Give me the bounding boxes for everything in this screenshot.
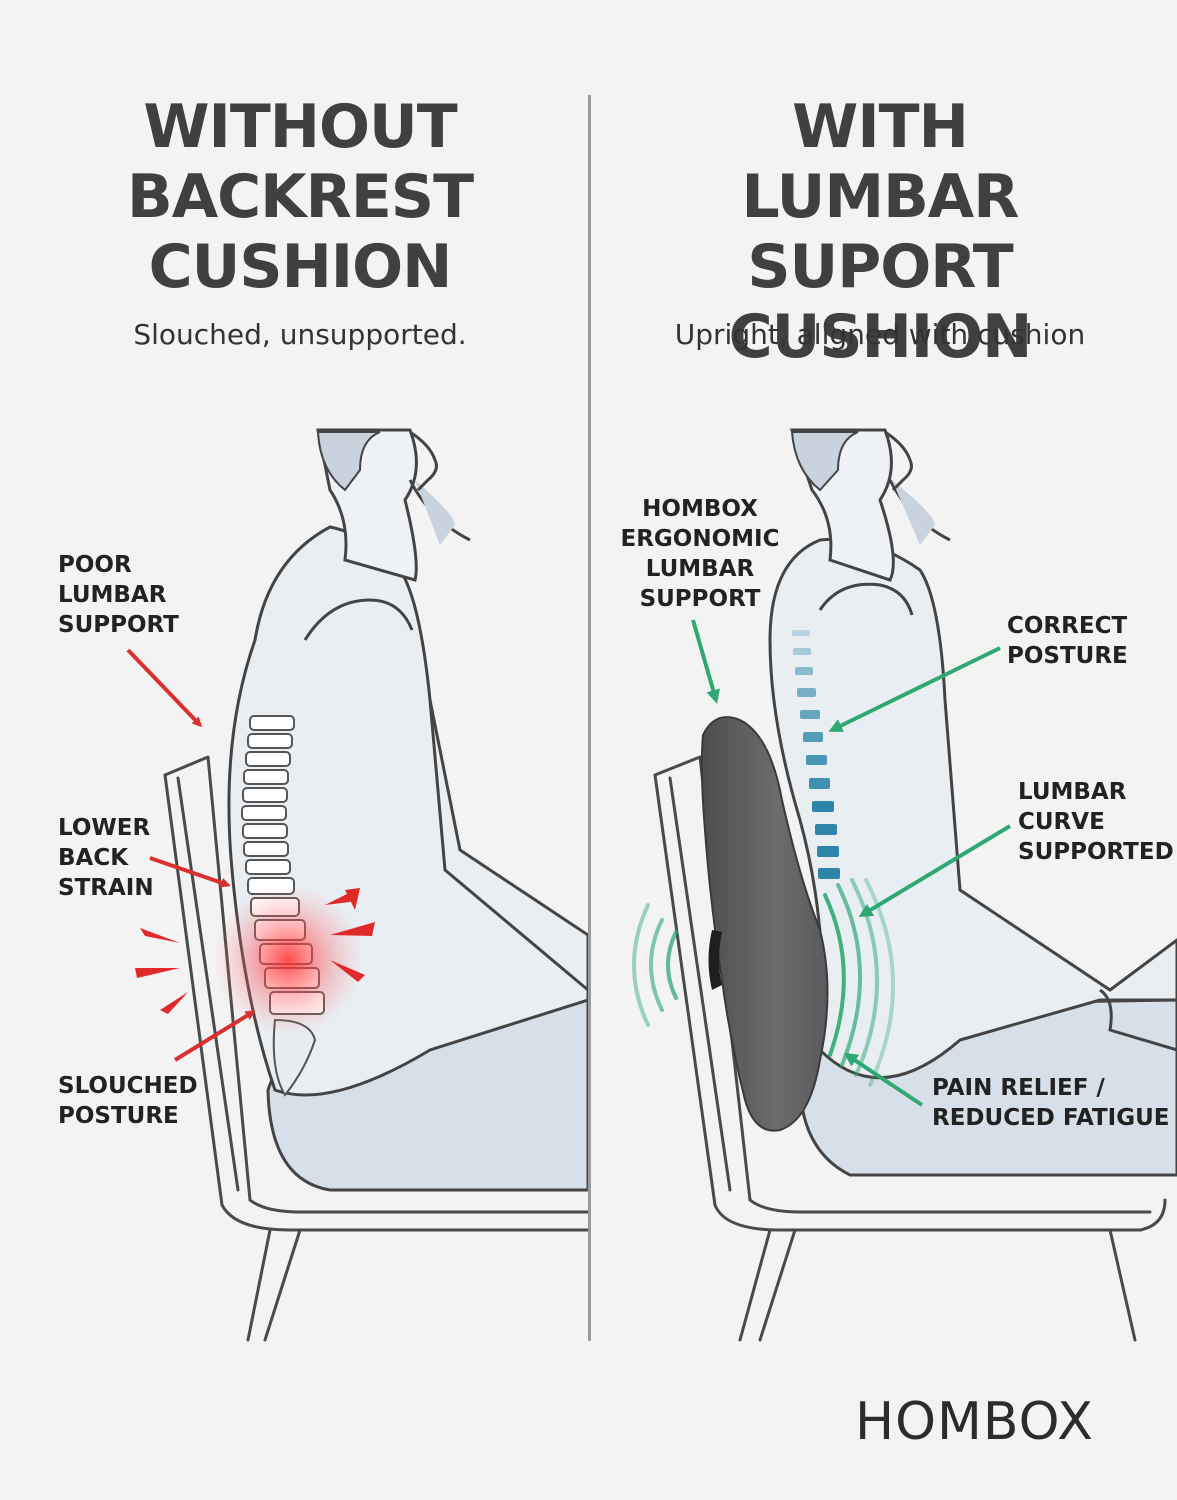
- label-line: PAIN RELIEF /: [932, 1075, 1105, 1101]
- left-chair: [163, 755, 590, 1342]
- label-line: LOWER: [58, 815, 151, 841]
- label-line: POOR: [58, 552, 132, 578]
- right-spine: [792, 630, 840, 879]
- brand-logo: HOMBOX: [855, 1392, 1094, 1452]
- right-title-line: CUSHION: [728, 302, 1033, 372]
- left-title-line: WITHOUT: [143, 92, 457, 162]
- label-line: STRAIN: [58, 875, 154, 901]
- slouched-posture-label: SLOUCHED POSTURE: [58, 1071, 198, 1131]
- left-subtitle: Slouched, unsupported.: [133, 318, 467, 351]
- left-figure: [126, 428, 590, 1342]
- label-line: SUPPORT: [58, 612, 179, 638]
- left-title-line: BACKREST: [126, 162, 474, 232]
- label-line: SUPPORTED: [1018, 839, 1174, 865]
- label-line: POSTURE: [58, 1103, 179, 1129]
- label-line: LUMBAR: [645, 556, 755, 582]
- poor-lumbar-support-label: POOR LUMBAR SUPPORT: [58, 550, 179, 640]
- label-line: LUMBAR: [1018, 779, 1127, 805]
- right-subtitle: Upright, aligned with cushion: [674, 318, 1086, 351]
- divider: [588, 95, 591, 1341]
- right-figure: [632, 428, 1177, 1342]
- left-title: WITHOUT BACKREST CUSHION: [100, 92, 500, 302]
- label-line: HOMBOX: [642, 496, 758, 522]
- pain-glow: [213, 885, 363, 1035]
- lumbar-cushion: [700, 716, 829, 1132]
- right-arrows: [691, 619, 1012, 1107]
- label-line: CORRECT: [1007, 613, 1128, 639]
- label-line: SUPPORT: [639, 586, 761, 612]
- label-line: LUMBAR: [58, 582, 167, 608]
- left-strain-burst: [135, 888, 375, 1014]
- right-title-line: LUMBAR SUPORT: [741, 162, 1020, 302]
- left-arrows: [126, 648, 256, 1062]
- label-line: BACK: [58, 845, 129, 871]
- hombox-support-label: HOMBOX ERGONOMIC LUMBAR SUPPORT: [610, 494, 790, 614]
- lumbar-curve-label: LUMBAR CURVE SUPPORTED: [1018, 777, 1174, 867]
- label-line: POSTURE: [1007, 643, 1128, 669]
- right-title: WITH LUMBAR SUPORT CUSHION: [600, 92, 1160, 372]
- lower-back-strain-label: LOWER BACK STRAIN: [58, 813, 154, 903]
- right-title-line: WITH: [792, 92, 969, 162]
- label-line: ERGONOMIC: [620, 526, 780, 552]
- correct-posture-label: CORRECT POSTURE: [1007, 611, 1128, 671]
- label-line: REDUCED FATIGUE: [932, 1105, 1170, 1131]
- support-waves: [632, 878, 896, 1087]
- left-title-line: CUSHION: [148, 232, 453, 302]
- label-line: CURVE: [1018, 809, 1105, 835]
- label-line: SLOUCHED: [58, 1073, 198, 1099]
- pain-relief-label: PAIN RELIEF / REDUCED FATIGUE: [932, 1073, 1169, 1133]
